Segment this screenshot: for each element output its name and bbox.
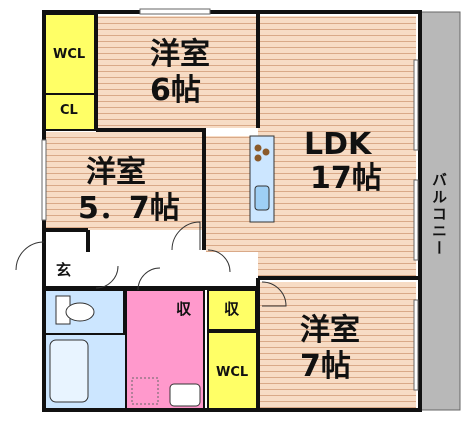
storage-1-label: 収	[176, 300, 192, 318]
wcl-2-label: WCL	[216, 365, 249, 380]
stove-burner	[262, 148, 270, 156]
hallway-floor	[88, 252, 258, 288]
balcony-label: バルコニー	[430, 172, 448, 257]
balcony-area	[419, 11, 461, 411]
western-room-2-name: 洋室	[86, 155, 146, 190]
cl-label: CL	[60, 103, 78, 118]
door-swings	[15, 221, 287, 307]
storage-2-area	[207, 289, 257, 331]
washbasin-fixture	[169, 383, 201, 407]
ldk-floor	[258, 16, 416, 278]
western-room-3-floor	[258, 282, 416, 410]
ldk-name: LDK	[304, 127, 372, 162]
entrance-label: 玄	[56, 261, 72, 279]
western-room-3-size: 7帖	[300, 349, 351, 384]
wcl-1-label: WCL	[53, 47, 86, 62]
western-room-2-floor	[46, 132, 202, 230]
cl-area	[43, 93, 97, 131]
stove-burner	[254, 144, 262, 152]
toilet-bowl	[65, 302, 95, 322]
washer-space	[131, 377, 159, 405]
storage-2-label: 収	[224, 300, 240, 318]
western-room-2-size: 5．7帖	[78, 191, 180, 226]
ldk-size: 17帖	[310, 161, 382, 196]
stove-burner	[254, 154, 262, 162]
western-room-1-name: 洋室	[150, 37, 210, 72]
windows	[41, 8, 419, 391]
bathtub-fixture	[49, 339, 89, 403]
entrance-floor	[46, 252, 86, 292]
kitchen-sink	[254, 185, 270, 211]
western-room-1-floor	[98, 16, 258, 128]
western-room-3-name: 洋室	[300, 313, 360, 348]
walls	[42, 10, 422, 412]
western-room-1-size: 6帖	[150, 73, 201, 108]
